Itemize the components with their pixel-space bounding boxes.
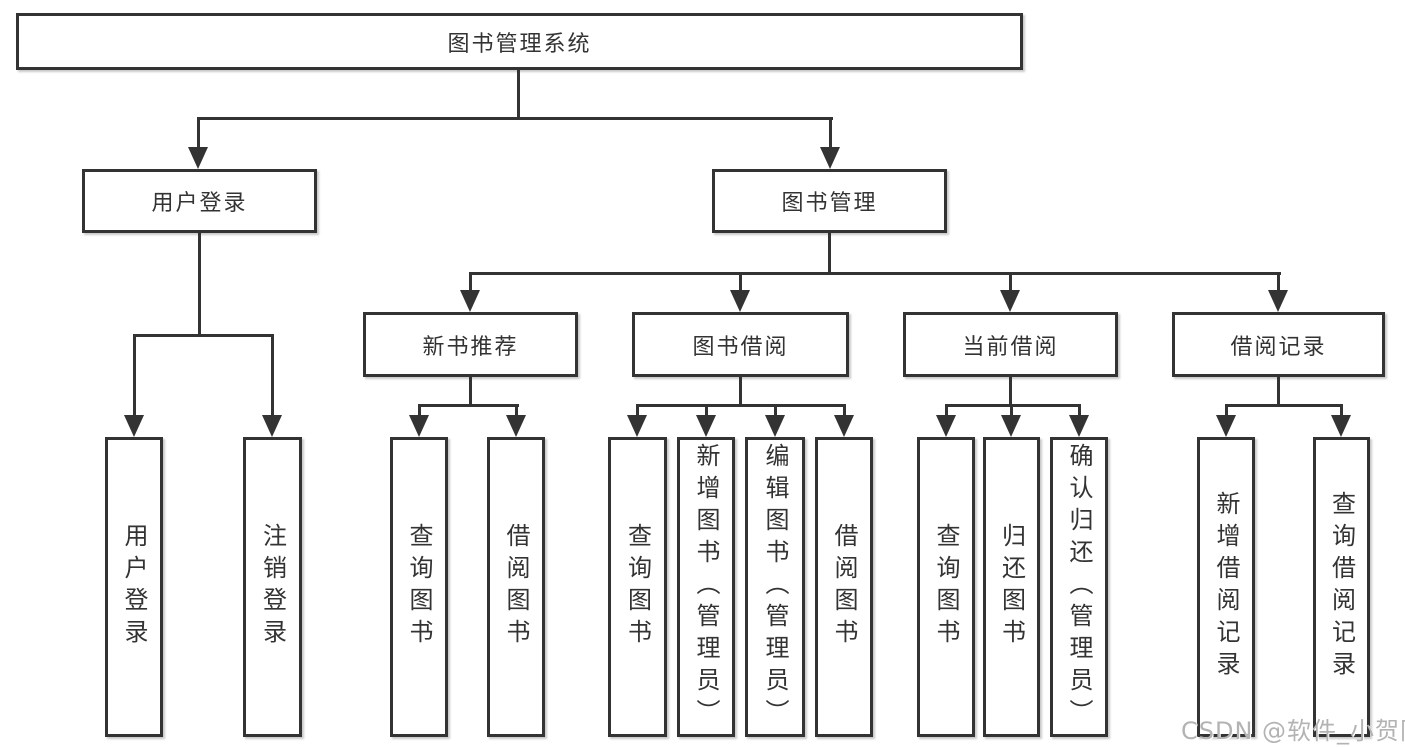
connector-borrowing-records-rail — [1225, 404, 1343, 407]
connector-root-stem — [517, 70, 520, 119]
arrowhead-down-icon — [1268, 290, 1288, 312]
leaf-borrow-books-borrowing: 借阅图书 — [815, 437, 873, 737]
leaf-add-borrow-record-label: 新增借阅记录 — [1212, 491, 1240, 683]
leaf-query-books-recommend-label: 查询图书 — [405, 523, 433, 651]
leaf-query-books-borrowing: 查询图书 — [608, 437, 667, 737]
csdn-watermark: CSDN @软件_小贺同学 — [1181, 717, 1405, 745]
leaf-return-book-label: 归还图书 — [997, 523, 1026, 651]
arrowhead-down-icon — [820, 147, 840, 169]
node-book-borrowing-label: 图书借阅 — [692, 334, 789, 360]
connector-drop-leaf-user-login — [133, 334, 136, 417]
arrowhead-down-icon — [1069, 415, 1089, 437]
node-book-borrowing: 图书借阅 — [632, 312, 849, 377]
leaf-user-login-label: 用户登录 — [120, 523, 148, 651]
connector-drop — [418, 404, 421, 418]
connector-new-book-rail — [418, 404, 519, 407]
leaf-return-book: 归还图书 — [983, 437, 1040, 737]
connector-book-management-stem — [828, 233, 831, 275]
arrowhead-down-icon — [765, 415, 785, 437]
arrowhead-down-icon — [409, 415, 429, 437]
leaf-confirm-return-admin-label: 确认归还（管理员） — [1065, 443, 1093, 731]
connector-book-borrowing-rail — [636, 404, 846, 407]
arrowhead-down-icon — [1001, 415, 1021, 437]
leaf-add-borrow-record: 新增借阅记录 — [1197, 437, 1255, 737]
connector-drop — [1340, 404, 1343, 418]
connector-book-management-rail — [469, 272, 1281, 275]
leaf-borrow-books-borrowing-label: 借阅图书 — [830, 523, 858, 651]
arrowhead-down-icon — [506, 415, 526, 437]
connector-drop-leaf-logout — [271, 334, 274, 417]
connector-user-login-rail — [133, 334, 274, 337]
leaf-logout: 注销登录 — [243, 437, 302, 737]
arrowhead-down-icon — [696, 415, 716, 437]
leaf-query-books-recommend: 查询图书 — [390, 437, 448, 737]
connector-current-borrowing-rail — [945, 404, 1081, 407]
node-borrowing-records-label: 借阅记录 — [1230, 334, 1327, 360]
leaf-add-book-admin-label: 新增图书（管理员） — [692, 443, 720, 731]
connector-drop — [945, 404, 948, 418]
arrowhead-down-icon — [188, 147, 208, 169]
leaf-query-borrow-record-label: 查询借阅记录 — [1327, 491, 1356, 683]
connector-new-book-stem — [469, 377, 472, 407]
arrowhead-down-icon — [834, 415, 854, 437]
node-book-management: 图书管理 — [712, 169, 947, 233]
arrowhead-down-icon — [124, 415, 144, 437]
connector-drop-borrowing-records — [1277, 272, 1280, 292]
leaf-query-borrow-record: 查询借阅记录 — [1313, 437, 1370, 737]
arrowhead-down-icon — [730, 290, 750, 312]
leaf-confirm-return-admin: 确认归还（管理员） — [1050, 437, 1108, 737]
connector-drop — [1010, 404, 1013, 418]
arrowhead-down-icon — [262, 415, 282, 437]
connector-book-borrowing-stem — [739, 377, 742, 407]
connector-drop — [705, 404, 708, 418]
connector-borrowing-records-stem — [1277, 377, 1280, 407]
connector-drop-book-management — [829, 117, 832, 150]
arrowhead-down-icon — [1216, 415, 1236, 437]
node-user-login: 用户登录 — [82, 169, 317, 233]
node-user-login-label: 用户登录 — [151, 191, 248, 216]
leaf-edit-book-admin-label: 编辑图书（管理员） — [761, 443, 789, 731]
node-new-book-recommendation-label: 新书推荐 — [422, 334, 519, 360]
leaf-add-book-admin: 新增图书（管理员） — [677, 437, 735, 737]
node-root-library-system: 图书管理系统 — [16, 13, 1023, 70]
connector-root-rail — [197, 117, 833, 120]
connector-drop — [774, 404, 777, 418]
arrowhead-down-icon — [1000, 290, 1020, 312]
node-new-book-recommendation: 新书推荐 — [363, 312, 578, 377]
connector-drop-current-borrowing — [1009, 272, 1012, 292]
arrowhead-down-icon — [936, 415, 956, 437]
leaf-borrow-books-recommend: 借阅图书 — [487, 437, 545, 737]
leaf-logout-label: 注销登录 — [258, 523, 287, 651]
node-current-borrowing: 当前借阅 — [903, 312, 1118, 377]
leaf-borrow-books-recommend-label: 借阅图书 — [502, 523, 530, 651]
connector-drop-new-book — [469, 272, 472, 292]
arrowhead-down-icon — [460, 290, 480, 312]
leaf-query-books-current: 查询图书 — [917, 437, 975, 737]
connector-drop — [1078, 404, 1081, 418]
node-root-label: 图书管理系统 — [447, 31, 592, 57]
connector-user-login-stem — [198, 233, 201, 337]
connector-drop-user-login — [197, 117, 200, 150]
connector-drop — [515, 404, 518, 418]
node-current-borrowing-label: 当前借阅 — [962, 334, 1059, 360]
leaf-user-login: 用户登录 — [105, 437, 163, 737]
connector-drop-book-borrowing — [739, 272, 742, 292]
arrowhead-down-icon — [1331, 415, 1351, 437]
leaf-edit-book-admin: 编辑图书（管理员） — [745, 437, 805, 737]
connector-drop — [1225, 404, 1228, 418]
leaf-query-books-borrowing-label: 查询图书 — [623, 523, 652, 651]
connector-drop — [636, 404, 639, 418]
connector-drop — [843, 404, 846, 418]
arrowhead-down-icon — [627, 415, 647, 437]
node-book-management-label: 图书管理 — [781, 191, 878, 216]
node-borrowing-records: 借阅记录 — [1172, 312, 1385, 377]
connector-current-borrowing-stem — [1009, 377, 1012, 407]
leaf-query-books-current-label: 查询图书 — [932, 523, 960, 651]
